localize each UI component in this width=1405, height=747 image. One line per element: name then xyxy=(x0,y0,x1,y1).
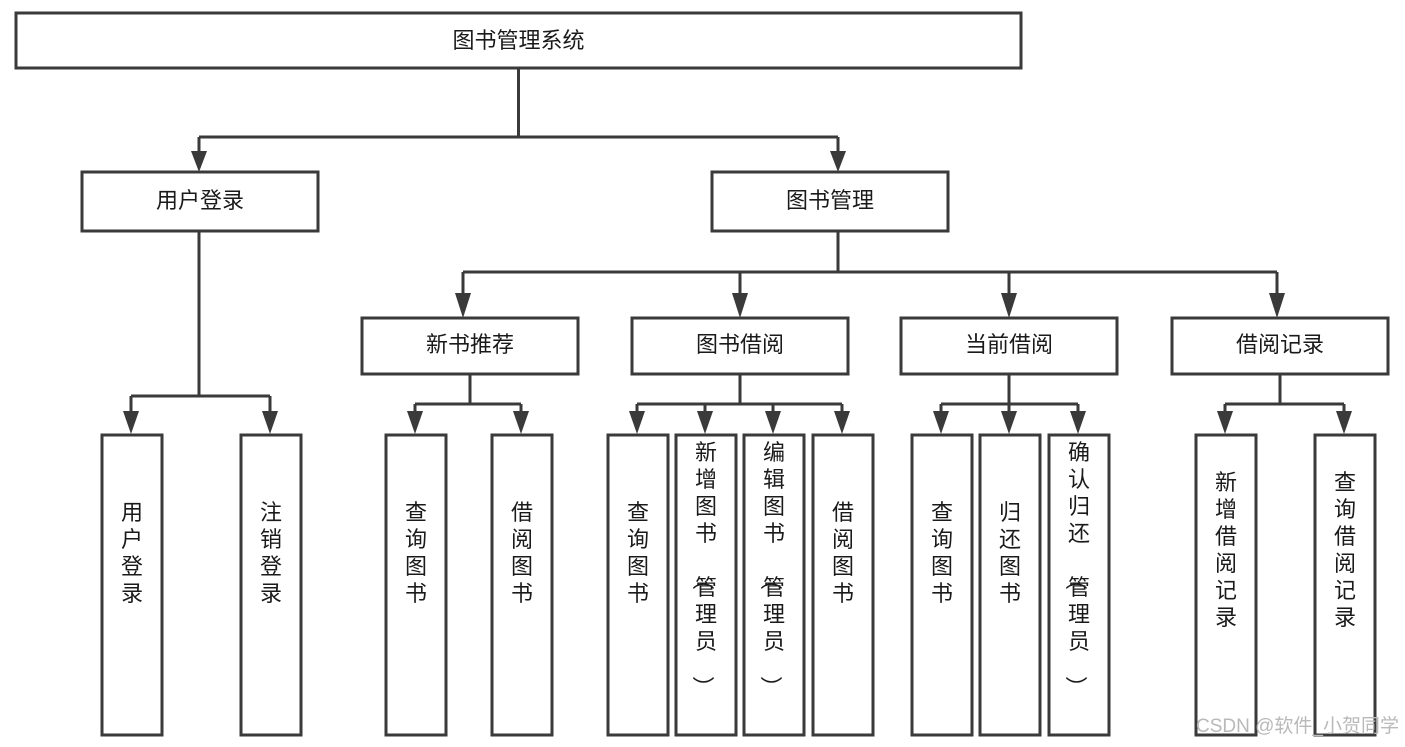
node-leaf-query-book-2[interactable]: 查询图书 xyxy=(606,433,670,737)
node-leaf-return-book[interactable]: 归还图书 xyxy=(978,433,1042,737)
arrow-bookborrow-leaf-3 xyxy=(765,411,781,434)
node-borrow-record[interactable]: 借阅记录 xyxy=(1170,316,1390,376)
arrow-borrowrecord-leaf-2 xyxy=(1336,411,1352,434)
node-leaf-add-book-label: 新增图书（管理员） xyxy=(690,440,717,698)
node-leaf-user-logout-box[interactable] xyxy=(239,433,303,737)
node-book-borrow-label: 图书借阅 xyxy=(696,332,784,357)
arrow-bookborrow-leaf-2 xyxy=(697,411,713,434)
node-root-box[interactable] xyxy=(14,11,1023,70)
node-leaf-return-book-box[interactable] xyxy=(978,433,1042,737)
node-leaf-query-book-2-box[interactable] xyxy=(606,433,670,737)
node-leaf-user-login-box[interactable] xyxy=(100,433,164,737)
node-leaf-query-book-3-box[interactable] xyxy=(910,433,974,737)
arrow-bm-record xyxy=(1269,293,1285,318)
node-user-login-box[interactable] xyxy=(80,170,320,233)
node-leaf-user-logout-label: 注销登录 xyxy=(260,500,282,606)
node-borrow-record-label: 借阅记录 xyxy=(1236,332,1324,357)
arrow-currentborrow-leaf-1 xyxy=(933,411,949,434)
node-leaf-return-book-label: 归还图书 xyxy=(999,500,1021,606)
node-leaf-user-login[interactable]: 用户登录 xyxy=(100,433,164,737)
node-user-login-label: 用户登录 xyxy=(156,188,244,213)
node-leaf-confirm-return-label: 确认归还（管理员） xyxy=(1063,440,1090,698)
node-new-book-recommend-box[interactable] xyxy=(360,316,580,376)
node-book-manage-label: 图书管理 xyxy=(786,188,874,213)
arrow-newbook-leaf-1 xyxy=(407,411,423,434)
arrow-bm-current xyxy=(1001,293,1017,318)
node-leaf-add-record-label: 新增借阅记录 xyxy=(1215,470,1237,630)
node-leaf-edit-book[interactable]: 编辑图书（管理员） xyxy=(742,433,806,737)
node-leaf-add-book-box[interactable] xyxy=(674,433,738,737)
arrow-bm-borrow xyxy=(732,293,748,318)
node-current-borrow-box[interactable] xyxy=(899,316,1119,376)
node-leaf-add-record[interactable]: 新增借阅记录 xyxy=(1194,433,1258,737)
node-leaf-borrow-book-1-label: 借阅图书 xyxy=(511,500,533,606)
node-leaf-query-record-box[interactable] xyxy=(1313,433,1377,737)
node-leaf-borrow-book-1[interactable]: 借阅图书 xyxy=(490,433,554,737)
arrow-root-to-user-login xyxy=(191,151,207,172)
arrow-bookborrow-leaf-4 xyxy=(834,411,850,434)
node-borrow-record-box[interactable] xyxy=(1170,316,1390,376)
node-current-borrow[interactable]: 当前借阅 xyxy=(899,316,1119,376)
node-book-manage-box[interactable] xyxy=(710,170,950,233)
node-book-borrow[interactable]: 图书借阅 xyxy=(630,316,850,376)
arrow-bookborrow-leaf-1 xyxy=(629,411,645,434)
node-leaf-borrow-book-1-box[interactable] xyxy=(490,433,554,737)
csdn-watermark: CSDN @软件_小贺同学 xyxy=(1196,715,1399,737)
arrow-user-login-leaf-1 xyxy=(123,411,139,434)
node-leaf-borrow-book-2[interactable]: 借阅图书 xyxy=(811,433,875,737)
arrow-currentborrow-leaf-2 xyxy=(1001,411,1017,434)
arrow-currentborrow-leaf-3 xyxy=(1070,411,1086,434)
node-leaf-query-record[interactable]: 查询借阅记录 xyxy=(1313,433,1377,737)
arrow-root-to-book-manage xyxy=(830,151,846,172)
node-leaf-query-book-3-label: 查询图书 xyxy=(931,500,953,606)
node-current-borrow-label: 当前借阅 xyxy=(965,332,1053,357)
node-root-label: 图书管理系统 xyxy=(452,28,584,53)
arrow-user-login-leaf-2 xyxy=(262,411,278,434)
node-leaf-query-book-1[interactable]: 查询图书 xyxy=(384,433,448,737)
arrow-newbook-leaf-2 xyxy=(513,411,529,434)
node-leaf-user-login-label: 用户登录 xyxy=(121,500,143,606)
node-root[interactable]: 图书管理系统 xyxy=(14,11,1023,70)
node-leaf-edit-book-label: 编辑图书（管理员） xyxy=(758,440,785,698)
node-user-login[interactable]: 用户登录 xyxy=(80,170,320,233)
arrow-bm-new-book xyxy=(455,293,471,318)
node-leaf-add-record-box[interactable] xyxy=(1194,433,1258,737)
node-leaf-query-book-3[interactable]: 查询图书 xyxy=(910,433,974,737)
node-leaf-user-logout[interactable]: 注销登录 xyxy=(239,433,303,737)
arrow-borrowrecord-leaf-1 xyxy=(1217,411,1233,434)
node-leaf-borrow-book-2-box[interactable] xyxy=(811,433,875,737)
node-leaf-query-book-1-box[interactable] xyxy=(384,433,448,737)
node-book-borrow-box[interactable] xyxy=(630,316,850,376)
node-leaf-edit-book-box[interactable] xyxy=(742,433,806,737)
node-book-manage[interactable]: 图书管理 xyxy=(710,170,950,233)
node-leaf-query-record-label: 查询借阅记录 xyxy=(1334,470,1356,630)
connector-group xyxy=(123,68,1352,434)
node-leaf-confirm-return[interactable]: 确认归还（管理员） xyxy=(1047,433,1111,737)
node-new-book-recommend[interactable]: 新书推荐 xyxy=(360,316,580,376)
node-leaf-query-book-1-label: 查询图书 xyxy=(405,500,427,606)
node-leaf-borrow-book-2-label: 借阅图书 xyxy=(832,500,854,606)
node-leaf-add-book[interactable]: 新增图书（管理员） xyxy=(674,433,738,737)
node-leaf-confirm-return-box[interactable] xyxy=(1047,433,1111,737)
node-leaf-query-book-2-label: 查询图书 xyxy=(627,500,649,606)
node-new-book-recommend-label: 新书推荐 xyxy=(426,332,514,357)
